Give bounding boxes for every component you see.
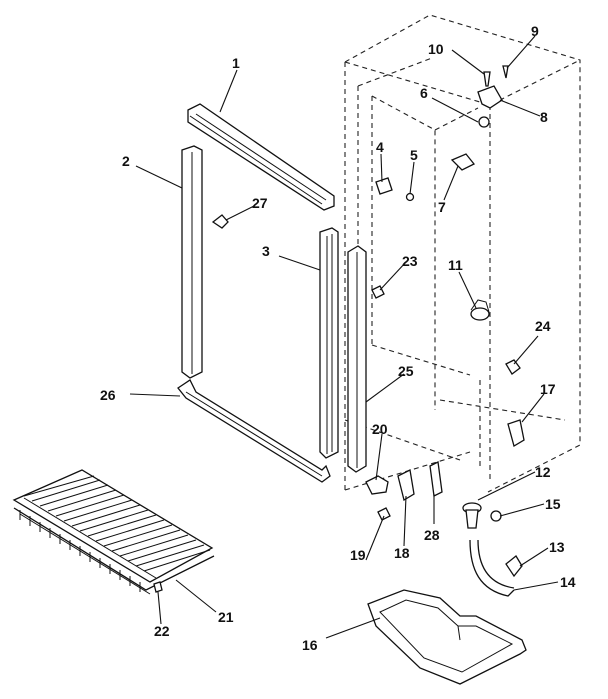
callout-26: 26 [100, 387, 116, 403]
wire-basket [12, 469, 215, 595]
callout-18: 18 [394, 545, 410, 561]
callout-11: 11 [448, 257, 463, 273]
callout-12: 12 [535, 464, 551, 480]
callout-23: 23 [402, 253, 418, 269]
callout-17: 17 [540, 381, 556, 397]
hinge-8 [477, 85, 503, 128]
callout-1: 1 [232, 55, 240, 71]
hinge-7 [450, 153, 476, 171]
callout-20: 20 [372, 421, 388, 437]
callout-14: 14 [560, 574, 576, 590]
callout-13: 13 [549, 539, 565, 555]
screw-19 [377, 507, 391, 521]
clip-27 [211, 214, 229, 229]
callout-21: 21 [218, 609, 234, 625]
leader-lines [129, 35, 559, 639]
callout-5: 5 [410, 147, 418, 163]
bumper-24 [505, 359, 521, 375]
screw-10 [483, 71, 491, 87]
callout-3: 3 [262, 243, 270, 259]
drain-fitting-12 [462, 502, 482, 529]
callout-4: 4 [376, 139, 384, 155]
door-trim-top [187, 103, 335, 211]
door-trim-right [319, 227, 339, 459]
roller-20 [365, 475, 389, 495]
callouts: 1 2 3 4 5 6 7 8 9 10 11 12 13 14 15 16 1… [100, 23, 576, 653]
door-trim-left [181, 145, 203, 379]
callout-25: 25 [398, 363, 414, 379]
callout-19: 19 [350, 547, 366, 563]
callout-22: 22 [154, 623, 170, 639]
drain-pan [367, 589, 527, 685]
screw-15 [490, 510, 502, 522]
callout-2: 2 [122, 153, 130, 169]
gasket-strip [347, 245, 367, 473]
drain-tube-14 [469, 539, 515, 597]
callout-9: 9 [531, 23, 539, 39]
screw-5 [405, 192, 415, 202]
callout-6: 6 [420, 85, 428, 101]
callout-7: 7 [438, 199, 446, 215]
bracket-4 [375, 177, 393, 195]
callout-10: 10 [428, 41, 444, 57]
bracket-28 [429, 461, 443, 497]
screw-9 [502, 65, 509, 79]
callout-27: 27 [252, 195, 268, 211]
clamp-13 [505, 555, 523, 578]
door-trim-bottom [177, 379, 331, 483]
callout-8: 8 [540, 109, 548, 125]
callout-28: 28 [424, 527, 440, 543]
callout-24: 24 [535, 318, 551, 334]
callout-15: 15 [545, 496, 561, 512]
bracket-17 [507, 419, 525, 447]
bracket-18 [397, 469, 415, 502]
callout-16: 16 [302, 637, 318, 653]
